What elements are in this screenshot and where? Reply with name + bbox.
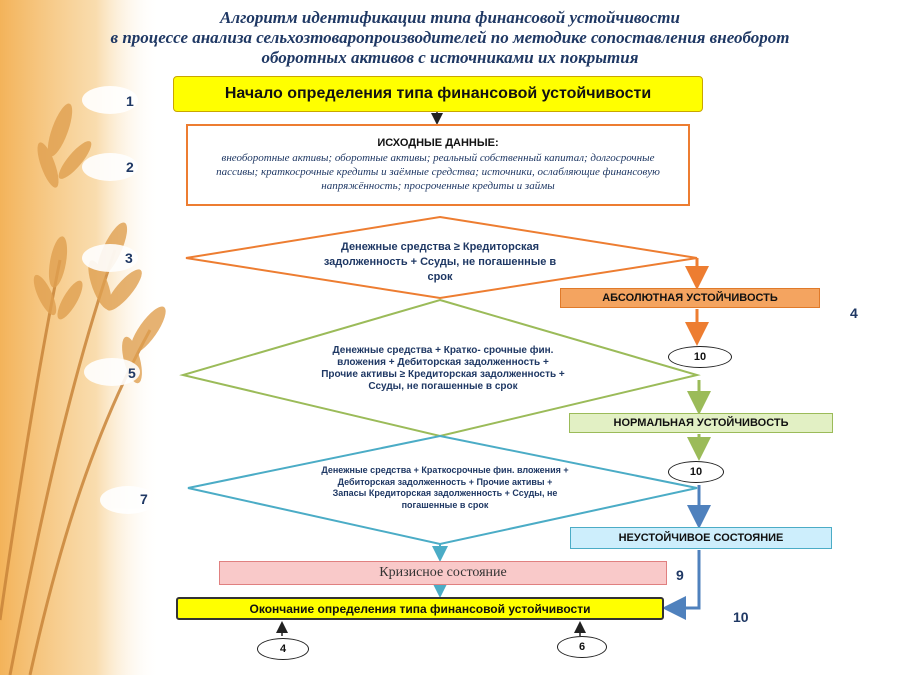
step-number-2: 2 <box>126 159 134 175</box>
step-number-3: 3 <box>125 250 133 266</box>
step-number-1: 1 <box>126 93 134 109</box>
end-box: Окончание определения типа финансовой ус… <box>176 597 664 620</box>
step-number-4: 4 <box>850 305 858 321</box>
title-line-2: в процессе анализа сельхозтоваропроизвод… <box>110 28 790 47</box>
decision-text-2: Денежные средства + Кратко- срочные фин.… <box>321 345 565 392</box>
connector-oval-3: 4 <box>257 638 309 660</box>
decision-text-1: Денежные средства ≥ Кредиторская задолже… <box>323 241 557 283</box>
connector-oval-1: 10 <box>668 346 732 368</box>
result-crisis-state: Кризисное состояние <box>219 561 667 585</box>
input-data-box: ИСХОДНЫЕ ДАННЫЕ: внеоборотные активы; об… <box>186 124 690 206</box>
page-title: Алгоритм идентификации типа финансовой у… <box>0 8 900 68</box>
title-line-3: оборотных активов с источниками их покры… <box>261 48 639 67</box>
title-line-1: Алгоритм идентификации типа финансовой у… <box>220 8 680 27</box>
step-number-9: 9 <box>676 567 684 583</box>
result-normal-stability: НОРМАЛЬНАЯ УСТОЙЧИВОСТЬ <box>569 413 833 433</box>
step-number-7: 7 <box>140 491 148 507</box>
input-data-body: внеоборотные активы; оборотные активы; р… <box>216 152 660 192</box>
input-data-heading: ИСХОДНЫЕ ДАННЫЕ: <box>377 137 499 149</box>
decision-text-3: Денежные средства + Краткосрочные фин. в… <box>321 465 569 510</box>
connector-unstable-end <box>662 550 701 620</box>
result-unstable-state: НЕУСТОЙЧИВОЕ СОСТОЯНИЕ <box>570 527 832 549</box>
connector-oval-4: 6 <box>557 636 607 658</box>
result-absolute-stability: АБСОЛЮТНАЯ УСТОЙЧИВОСТЬ <box>560 288 820 308</box>
decision-diamond-1 <box>185 215 698 300</box>
connector-oval-2: 10 <box>668 461 724 483</box>
start-box: Начало определения типа финансовой устой… <box>173 76 703 112</box>
step-number-10: 10 <box>733 609 749 625</box>
step-number-5: 5 <box>128 365 136 381</box>
